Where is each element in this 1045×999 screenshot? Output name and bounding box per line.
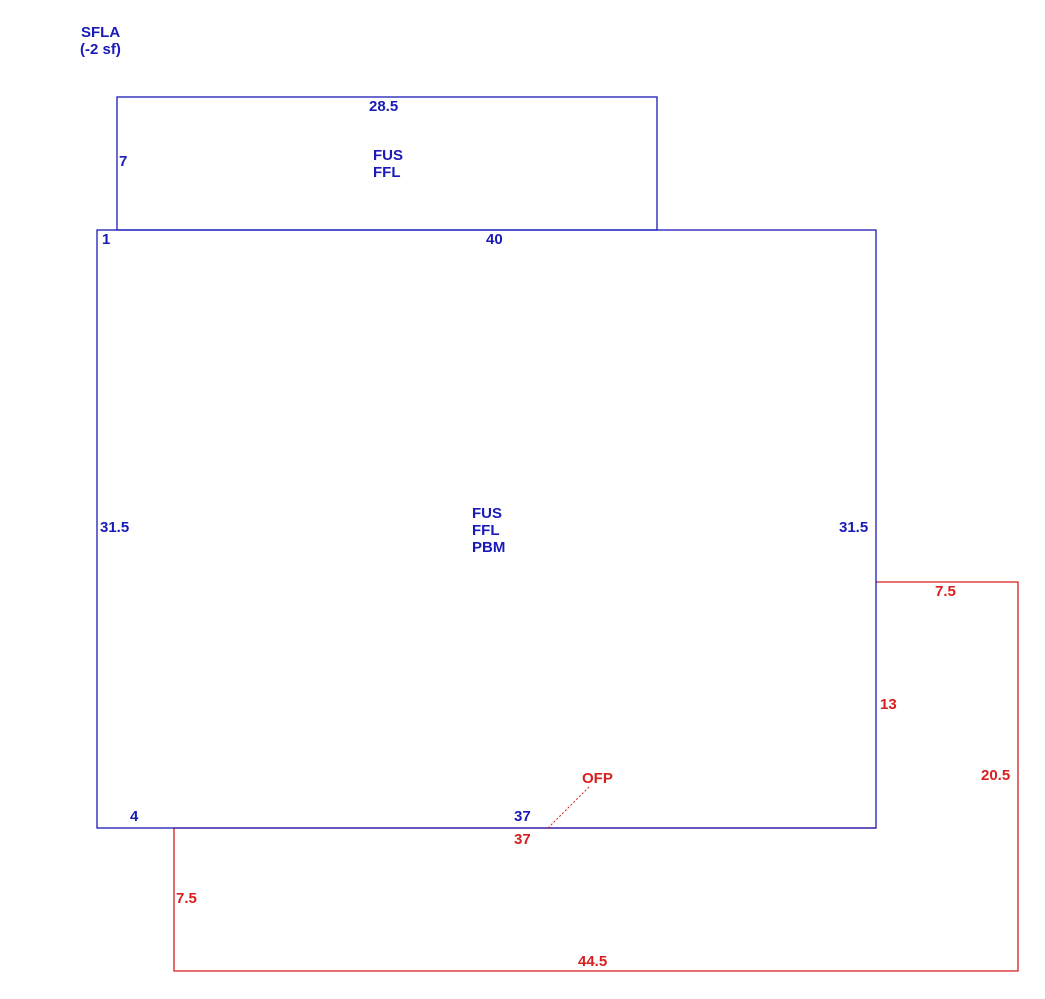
porch-bottom-dimension: 44.5: [578, 953, 607, 970]
porch-leader-line: [547, 785, 591, 829]
porch-top-dimension: 7.5: [935, 583, 956, 600]
sfla-label: SFLA: [81, 24, 120, 41]
upper-code-2: FFL: [373, 164, 401, 181]
main-code-3: PBM: [472, 539, 505, 556]
upper-top-dimension: 28.5: [369, 98, 398, 115]
upper-left-dimension: 7: [119, 153, 127, 170]
main-code-1: FUS: [472, 505, 502, 522]
porch-step-dimension: 13: [880, 696, 897, 713]
main-code-2: FFL: [472, 522, 500, 539]
main-left-dimension: 31.5: [100, 519, 129, 536]
main-right-dimension: 31.5: [839, 519, 868, 536]
main-top-dimension: 40: [486, 231, 503, 248]
porch-left-dimension: 7.5: [176, 890, 197, 907]
main-bottom-left-dimension: 4: [130, 808, 139, 825]
main-bottom-dimension: 37: [514, 808, 531, 825]
upper-code-1: FUS: [373, 147, 403, 164]
porch-code: OFP: [582, 770, 613, 787]
main-section-outline: [96, 229, 877, 829]
sfla-adjustment: (-2 sf): [80, 41, 121, 58]
main-corner-dimension: 1: [102, 231, 110, 248]
porch-top-main-dimension: 37: [514, 831, 531, 848]
porch-right-dimension: 20.5: [981, 767, 1010, 784]
